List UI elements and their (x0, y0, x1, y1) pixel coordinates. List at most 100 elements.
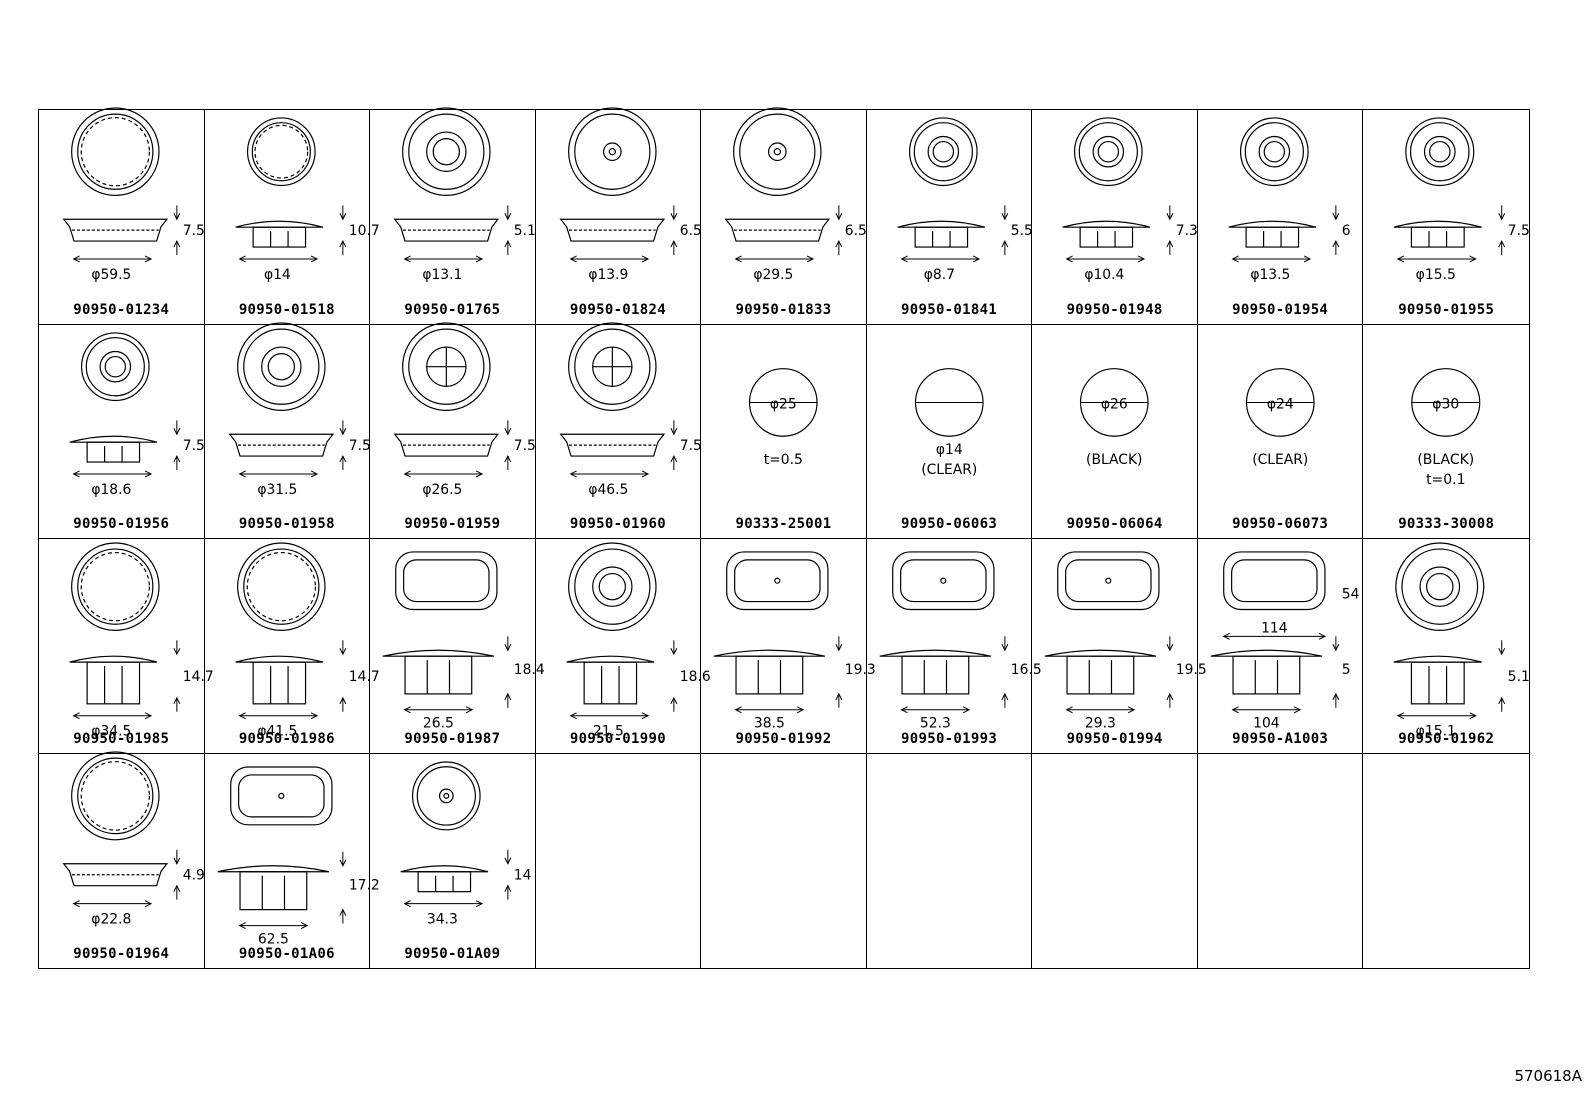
diameter-label: φ22.8 (91, 911, 131, 927)
empty-cell (1363, 754, 1529, 969)
part-drawing: 19.338.5 (713, 551, 876, 732)
top-view-outline (1057, 551, 1160, 611)
part-number: 90333-30008 (1398, 516, 1495, 532)
height-label: 18.4 (514, 662, 545, 678)
empty-cell (867, 753, 1033, 968)
part-drawing: 4.9 φ22.8 (62, 750, 205, 927)
top-view-outline (71, 107, 160, 196)
top-view-outline (246, 117, 316, 187)
side-view-cap (235, 220, 323, 228)
part-drawing: 18.426.5 (382, 551, 545, 732)
top-view-outline (71, 750, 160, 840)
drawing-id: 570618A (1514, 1067, 1582, 1085)
side-view-outline (62, 218, 169, 242)
side-view-cap (1210, 649, 1322, 657)
part-number: 90950-01985 (73, 730, 170, 747)
disc-note-label: φ14 (936, 442, 963, 458)
top-view-outline (1405, 117, 1475, 187)
height-label: 5.1 (514, 223, 536, 239)
side-view-cap (69, 435, 158, 443)
top-view-outline (71, 542, 160, 631)
side-view-cap (897, 220, 985, 228)
top-view-outline (567, 321, 657, 411)
height-label: 10.7 (348, 223, 379, 239)
top-view-outline (402, 107, 491, 196)
height-label: 7.5 (183, 223, 205, 239)
side-view-outline (228, 433, 334, 457)
disc-diameter-label: φ25 (770, 396, 797, 412)
top-view-outline (236, 542, 326, 631)
side-view-cap (382, 649, 495, 657)
width-label: 29.3 (1085, 716, 1116, 732)
height-label: 7.5 (1508, 223, 1530, 239)
disc-note-label: (BLACK) (1418, 452, 1475, 468)
side-view-cap (1394, 655, 1483, 663)
part-number: 90950-01964 (73, 946, 170, 962)
disc-note-label: t=0.1 (1427, 471, 1466, 487)
disc-diameter-label: φ24 (1267, 396, 1294, 412)
top-view-outline (229, 765, 333, 825)
top-view-outline (891, 551, 995, 611)
disc-note-label: (CLEAR) (921, 461, 977, 477)
part-number: 90950-01986 (238, 730, 335, 747)
part-drawing: 5.1 φ13.1 (393, 107, 536, 283)
part-number: 90950-01234 (73, 301, 170, 318)
height-label: 7.5 (514, 438, 536, 454)
height-label: 19.3 (845, 662, 876, 678)
part-drawing: φ26(BLACK) (1080, 367, 1149, 468)
width-label: 62.5 (257, 931, 288, 947)
diameter-label: φ34.5 (91, 724, 131, 740)
part-number: 90950-01990 (569, 730, 666, 747)
height-label: 4.9 (183, 867, 205, 883)
part-drawing: 16.552.3 (879, 551, 1041, 732)
part-cell-90950-06063: φ14(CLEAR)90950-06063 (866, 324, 1033, 539)
top-view-outline (1222, 551, 1326, 611)
side-view-cap (713, 649, 826, 657)
side-view-cap (1228, 220, 1317, 228)
part-number: 90950-01765 (404, 301, 501, 318)
diameter-label: 34.3 (427, 911, 458, 927)
height-label: 17.2 (348, 877, 379, 893)
diameter-label: φ13.9 (588, 267, 628, 283)
height-label: 6.5 (679, 223, 701, 239)
height-label: 19.5 (1176, 662, 1207, 678)
diameter-label: 21.5 (593, 724, 624, 740)
part-cell-90950-01964: 4.9 φ22.8 90950-01964 (39, 750, 205, 968)
disc-diameter-label: φ26 (1101, 396, 1128, 412)
diameter-label: φ18.6 (91, 481, 131, 497)
top-view-outline (908, 117, 978, 187)
top-view-outline (395, 551, 498, 611)
part-cell-90950-01824: 6.5 φ13.9 90950-01824 (535, 107, 702, 325)
part-drawing: 7.5 φ18.6 (69, 331, 205, 497)
diameter-label: φ13.1 (422, 267, 462, 283)
side-view-cap (879, 649, 991, 657)
height-label: 18.6 (679, 669, 710, 685)
top-view-outline (1395, 542, 1485, 631)
part-number: 90950-01824 (569, 301, 666, 318)
side-view-outline (724, 218, 831, 242)
overall-length-label: 114 (1261, 620, 1288, 636)
height-label: 5.1 (1508, 669, 1530, 685)
height-label: 7.5 (183, 438, 205, 454)
side-view-cap (69, 655, 158, 663)
side-view-outline (393, 218, 500, 242)
part-number: 90950-A1003 (1232, 730, 1329, 747)
